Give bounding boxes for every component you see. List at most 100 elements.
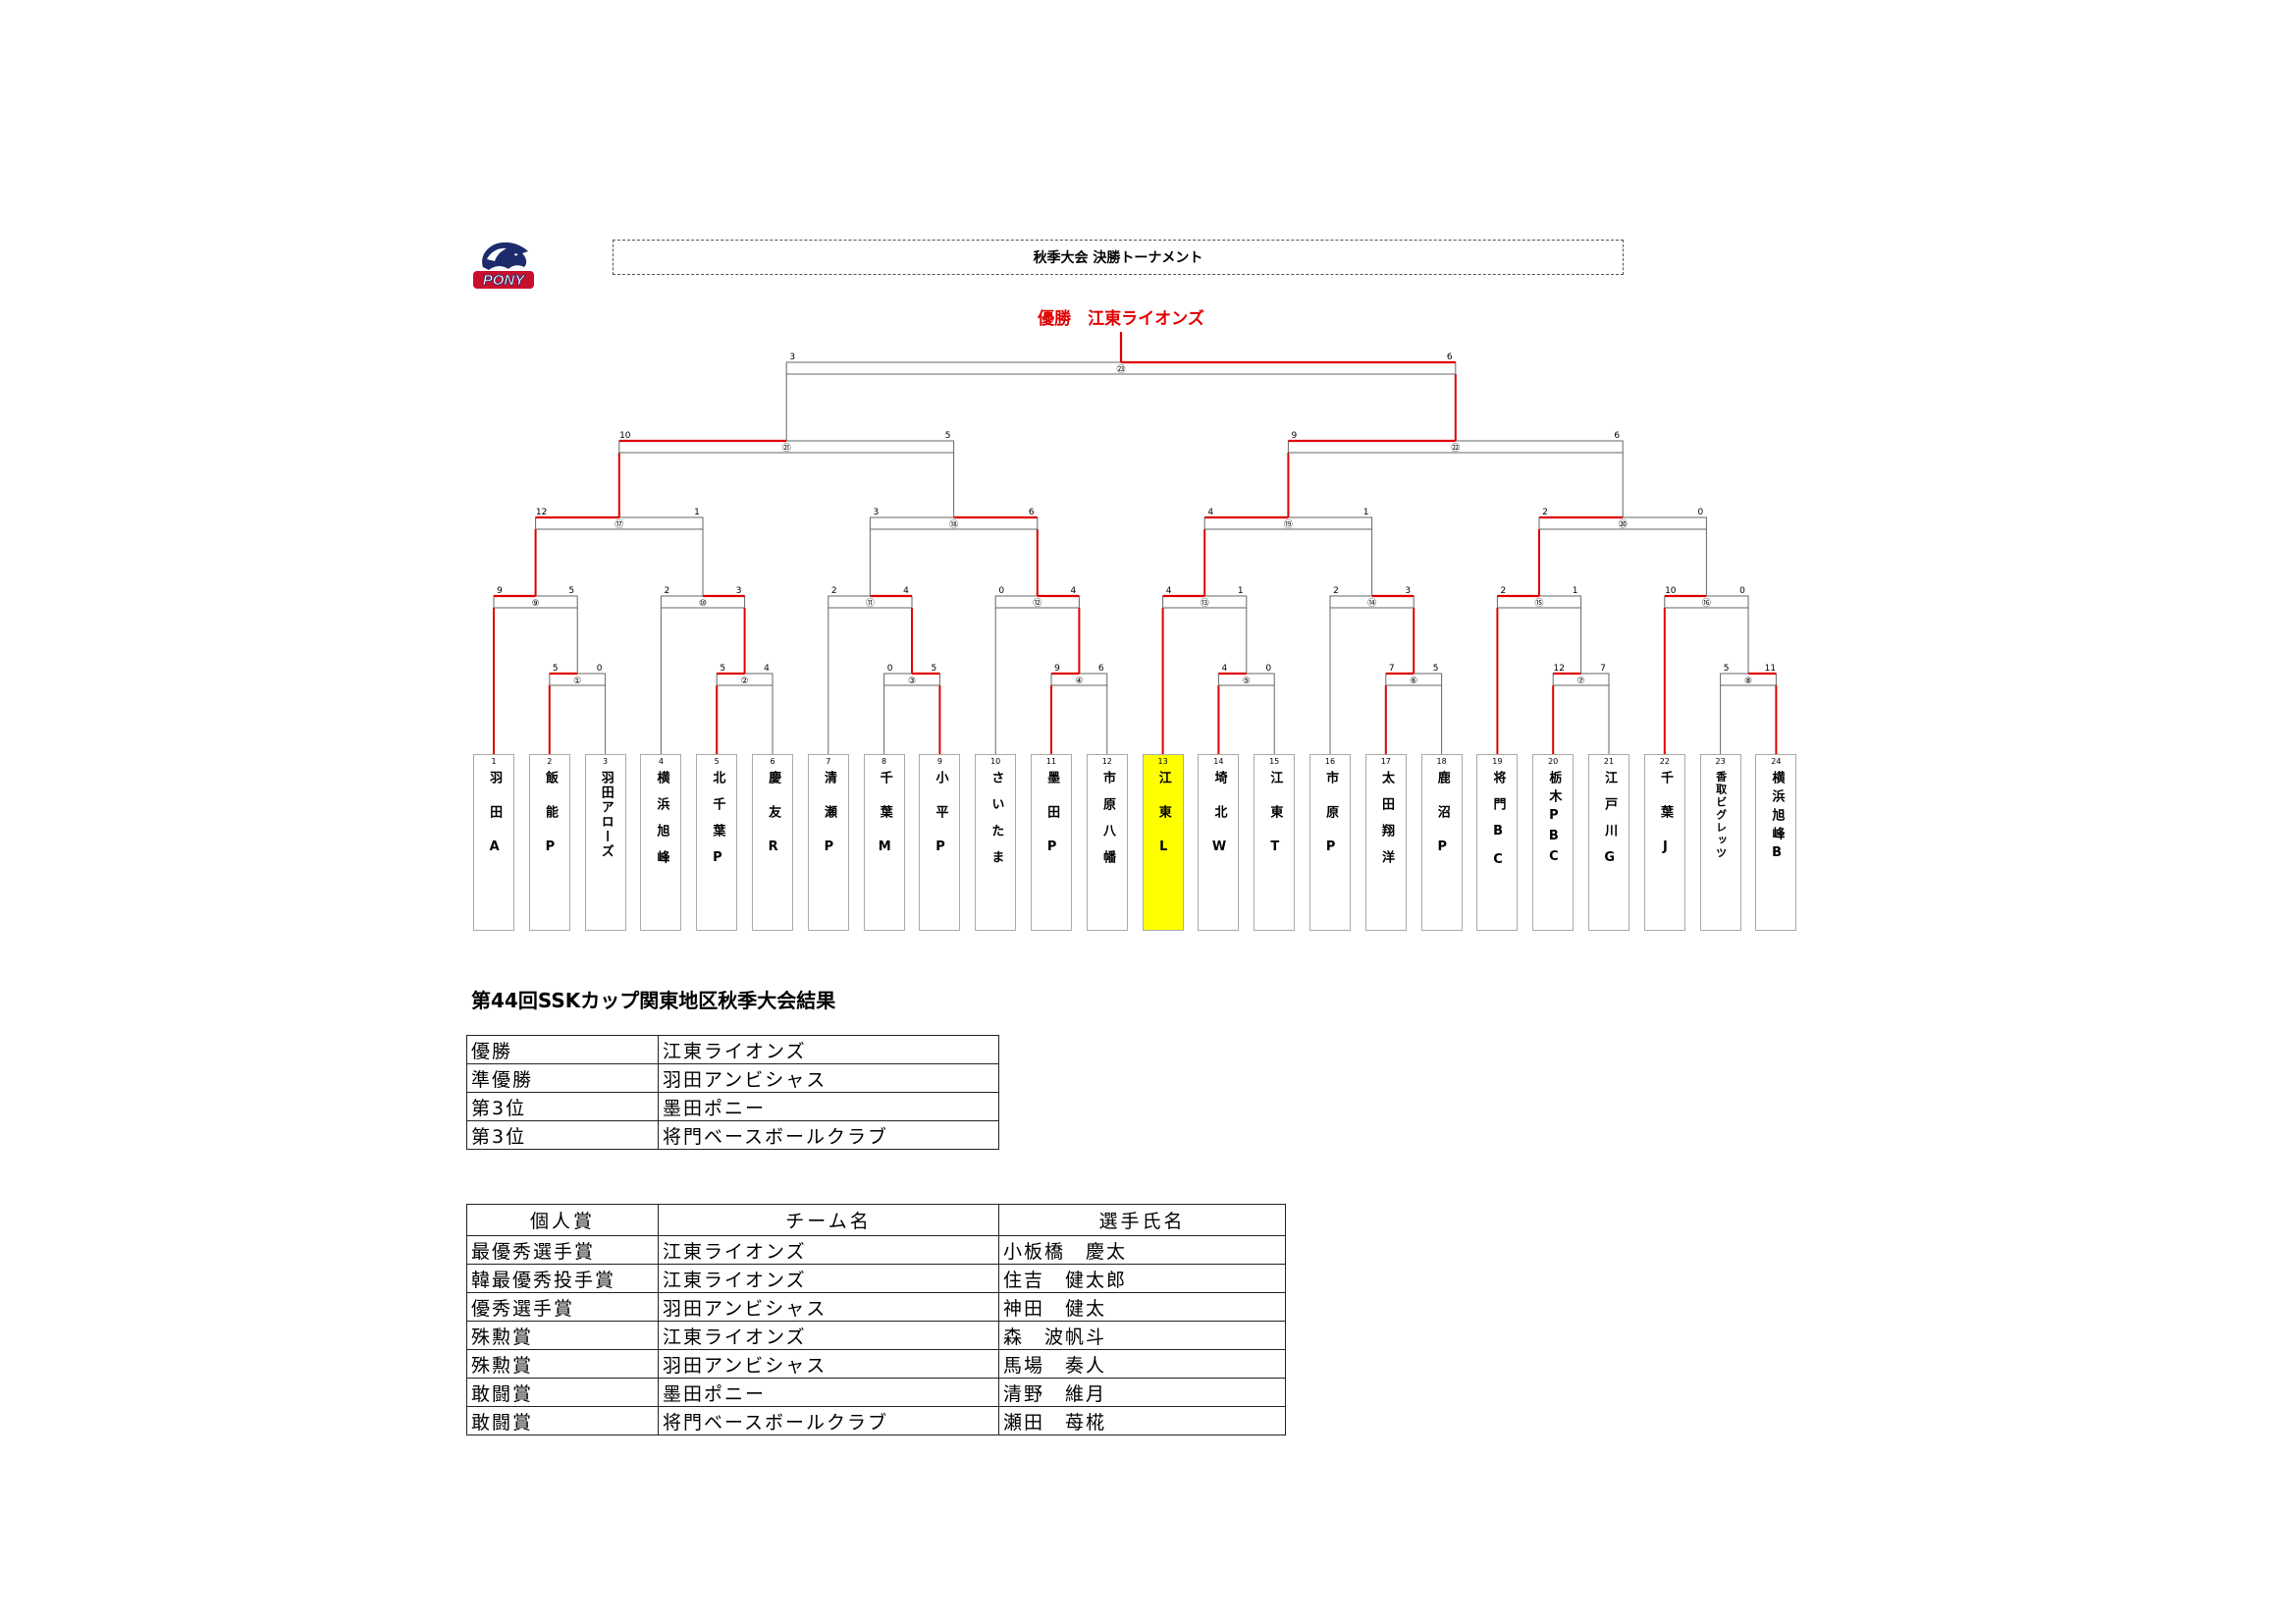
award-team: 羽田アンビシャス xyxy=(658,1349,999,1379)
team-name: 栃木PBC xyxy=(1546,771,1562,870)
match-number: ⑳ xyxy=(1619,519,1628,530)
team-number: 4 xyxy=(658,757,664,766)
team-number: 14 xyxy=(1213,757,1224,766)
score-a: 4 xyxy=(1207,508,1213,517)
score-a: 4 xyxy=(1222,664,1228,674)
result-place: 優勝 xyxy=(466,1035,659,1064)
match-number: ① xyxy=(573,677,581,686)
match-number: ⑪ xyxy=(866,598,875,609)
score-b: 0 xyxy=(1265,664,1271,674)
team-name: 江東T xyxy=(1267,771,1283,876)
award-player: 神田 健太 xyxy=(998,1292,1286,1322)
match-number: ⑯ xyxy=(1702,598,1711,609)
match-number: ⑲ xyxy=(1284,519,1293,530)
team-box: 10 さいたま xyxy=(975,754,1017,931)
team-number: 8 xyxy=(881,757,887,766)
match-number: ④ xyxy=(1075,677,1083,686)
award-award: 殊勲賞 xyxy=(466,1349,659,1379)
team-number: 5 xyxy=(714,757,720,766)
match-number: ⑩ xyxy=(699,599,707,609)
score-b: 1 xyxy=(1238,586,1244,596)
team-number: 20 xyxy=(1548,757,1559,766)
team-number: 9 xyxy=(936,757,942,766)
award-award: 優秀選手賞 xyxy=(466,1292,659,1322)
award-row: 敢闘賞将門ベースボールクラブ瀬田 苺椛 xyxy=(466,1406,1286,1435)
score-a: 2 xyxy=(1333,586,1339,596)
team-number: 18 xyxy=(1436,757,1447,766)
result-place: 準優勝 xyxy=(466,1063,659,1093)
award-team: 江東ライオンズ xyxy=(658,1321,999,1350)
champion-label: 優勝 江東ライオンズ xyxy=(1037,308,1204,329)
score-a: 12 xyxy=(536,508,547,517)
team-number: 24 xyxy=(1771,757,1782,766)
award-row: 殊勲賞羽田アンビシャス馬場 奏人 xyxy=(466,1349,1286,1379)
awards-header-row: 個人賞 チーム名 選手氏名 xyxy=(466,1204,1286,1236)
team-box: 22 千葉J xyxy=(1643,754,1685,931)
team-number: 6 xyxy=(770,757,775,766)
score-a: 9 xyxy=(1054,664,1060,674)
horse-mane-icon xyxy=(487,247,507,261)
score-a: 3 xyxy=(789,352,795,362)
score-a: 3 xyxy=(874,508,880,517)
award-award: 最優秀選手賞 xyxy=(466,1235,659,1265)
award-row: 最優秀選手賞江東ライオンズ小板橋 慶太 xyxy=(466,1235,1286,1265)
result-team: 墨田ポニー xyxy=(658,1092,999,1121)
match-number: ⑨ xyxy=(532,599,540,609)
award-row: 韓最優秀投手賞江東ライオンズ住吉 健太郎 xyxy=(466,1264,1286,1293)
team-box: 16 市原P xyxy=(1309,754,1351,931)
score-b: 3 xyxy=(736,586,742,596)
award-row: 優秀選手賞羽田アンビシャス神田 健太 xyxy=(466,1292,1286,1322)
team-name: 羽田アローズ xyxy=(598,771,614,859)
team-box: 20 栃木PBC xyxy=(1532,754,1575,931)
match-number: ⑮ xyxy=(1534,598,1543,609)
team-name: 江東L xyxy=(1155,771,1171,876)
score-a: 7 xyxy=(1389,664,1395,674)
team-name: さいたま xyxy=(988,771,1004,877)
score-b: 6 xyxy=(1447,352,1453,362)
award-player: 森 波帆斗 xyxy=(998,1321,1286,1350)
team-number: 11 xyxy=(1045,757,1057,766)
team-number: 1 xyxy=(491,757,497,766)
award-team: 羽田アンビシャス xyxy=(658,1292,999,1322)
team-name: 千葉J xyxy=(1657,771,1673,876)
score-a: 2 xyxy=(665,586,670,596)
score-b: 4 xyxy=(903,586,909,596)
match-number: ⑭ xyxy=(1367,598,1376,609)
award-award: 敢闘賞 xyxy=(466,1378,659,1407)
score-b: 6 xyxy=(1098,664,1104,674)
score-b: 1 xyxy=(694,508,700,517)
team-number: 22 xyxy=(1659,757,1670,766)
team-number: 16 xyxy=(1324,757,1336,766)
team-name: 清瀬P xyxy=(821,771,836,876)
team-number: 3 xyxy=(603,757,609,766)
logo-text: PONY xyxy=(483,272,527,289)
team-number: 12 xyxy=(1101,757,1112,766)
score-a: 5 xyxy=(553,664,559,674)
award-row: 殊勲賞江東ライオンズ森 波帆斗 xyxy=(466,1321,1286,1350)
team-name: 江戸川G xyxy=(1602,771,1618,879)
team-name: 市原八幡 xyxy=(1099,771,1115,877)
score-b: 7 xyxy=(1600,664,1606,674)
team-name: 市原P xyxy=(1323,771,1339,876)
match-number: ⑧ xyxy=(1744,677,1752,686)
team-number: 2 xyxy=(547,757,553,766)
score-b: 0 xyxy=(1698,508,1704,517)
result-row: 第3位墨田ポニー xyxy=(466,1092,999,1121)
score-b: 5 xyxy=(1433,664,1439,674)
award-award: 殊勲賞 xyxy=(466,1321,659,1350)
pony-logo: PONY xyxy=(473,242,534,289)
team-number: 10 xyxy=(990,757,1001,766)
score-b: 4 xyxy=(764,664,770,674)
score-a: 2 xyxy=(1501,586,1507,596)
score-a: 5 xyxy=(720,664,725,674)
result-place: 第3位 xyxy=(466,1092,659,1121)
score-b: 1 xyxy=(1363,508,1369,517)
